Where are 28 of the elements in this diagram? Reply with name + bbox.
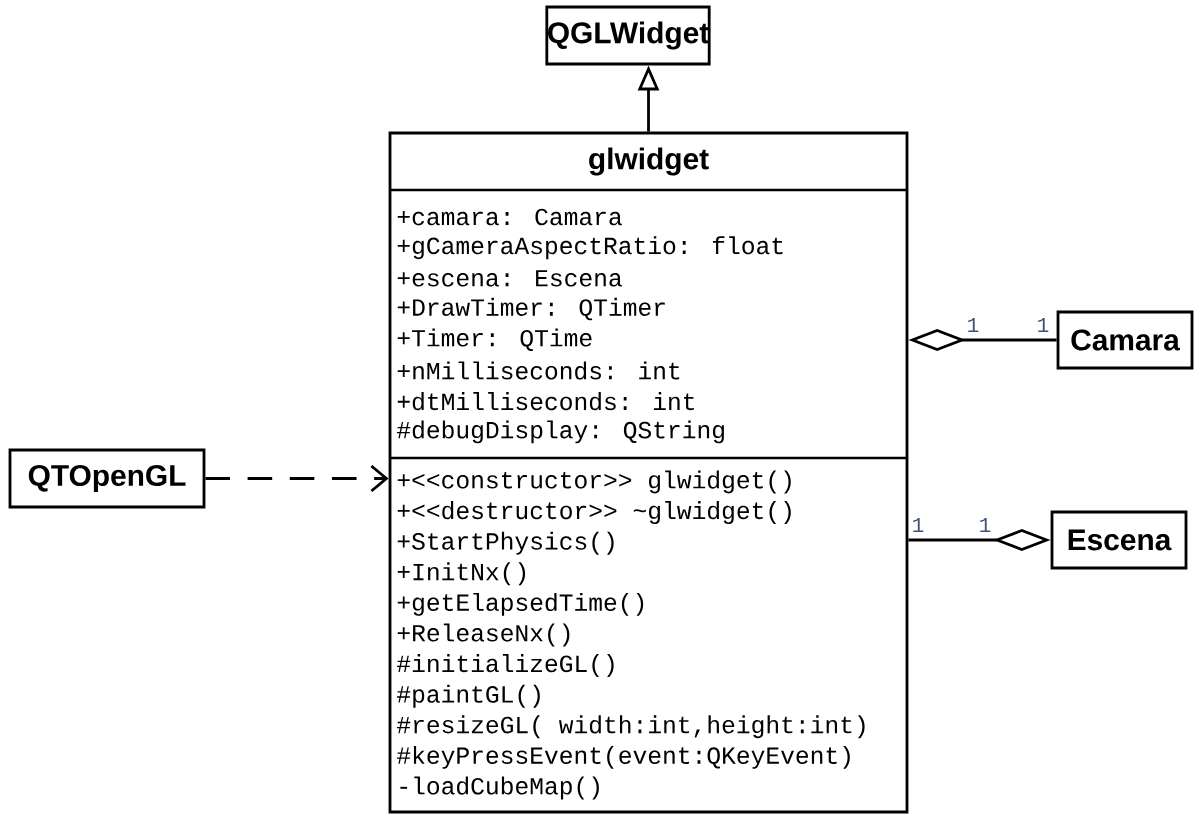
method-text: +ReleaseNx() [397, 623, 570, 647]
multiplicity-label: 1 [913, 518, 924, 532]
method-text: #resizeGL( width:int,height:int) [397, 715, 865, 739]
class-box: QTOpenGL [8, 448, 206, 509]
attribute-text: +escena: Escena [397, 270, 622, 287]
arrow [205, 464, 389, 493]
method-text: +<<destructor>> ~glwidget() [397, 501, 791, 525]
attribute-text: +Timer: QTime [397, 328, 592, 352]
attribute-text: +nMilliseconds: int [397, 361, 680, 380]
method-text: +InitNx() [397, 562, 526, 586]
multiplicity-label: 1 [968, 318, 979, 332]
method-text: +StartPhysics() [397, 531, 614, 555]
method-text: #initializeGL() [397, 654, 614, 678]
method-text: #keyPressEvent(event:QKeyEvent) [397, 745, 850, 769]
multiplicity-label: 1 [980, 518, 991, 532]
method-text: #paintGL() [397, 684, 540, 708]
attribute-text: +gCameraAspectRatio: float [397, 236, 783, 260]
method-text: +getElapsedTime() [397, 592, 644, 616]
method-text: +<<constructor>> glwidget() [397, 470, 791, 494]
multiplicity-label: 1 [1038, 318, 1049, 332]
class-box: QGLWidget [545, 5, 711, 66]
attribute-text: #debugDisplay: QString [397, 420, 724, 444]
class-box: Escena [1050, 510, 1188, 570]
class-box: Camara [1056, 310, 1194, 370]
attribute-text: +DrawTimer: QTimer [397, 297, 665, 321]
attribute-text: +camara: Camara [397, 208, 622, 226]
attribute-text: +dtMilliseconds: int [397, 392, 694, 411]
method-text: -loadCubeMap() [400, 776, 599, 800]
